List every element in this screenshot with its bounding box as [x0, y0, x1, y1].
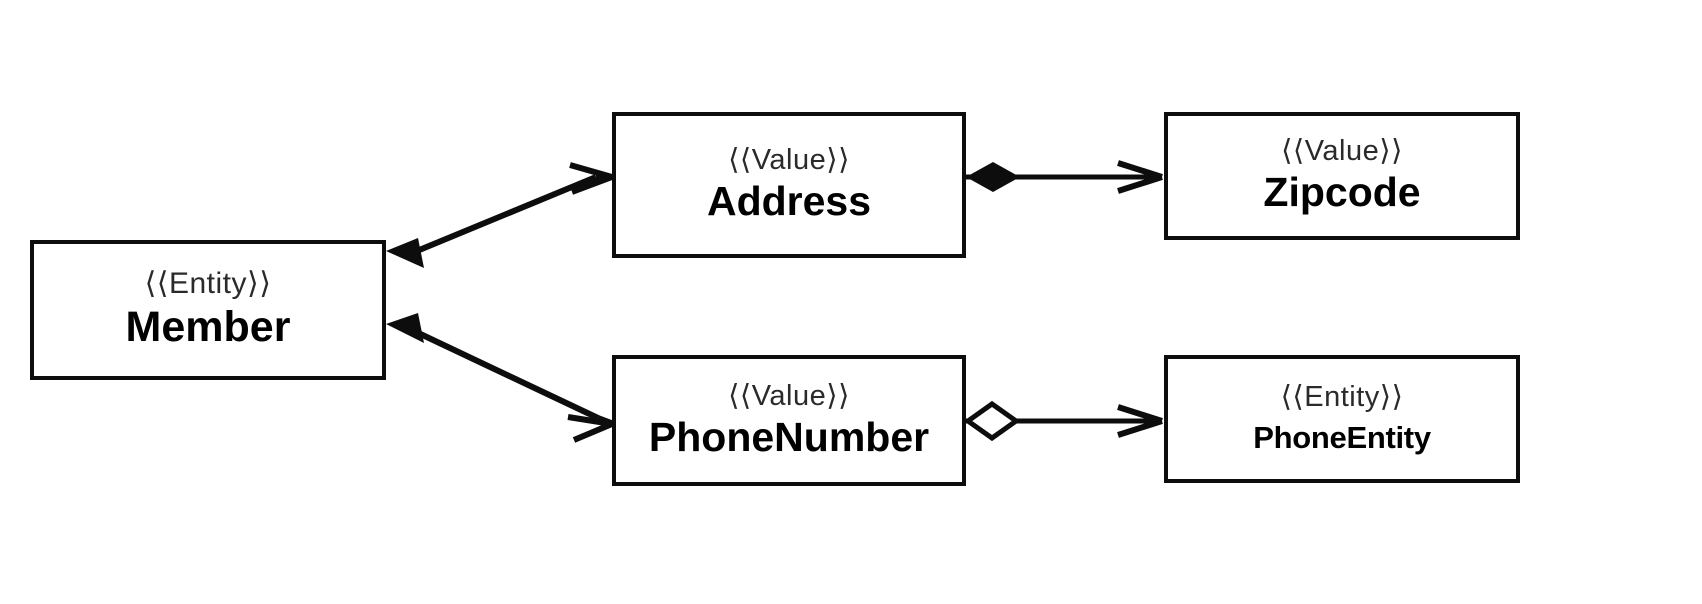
node-zipcode-name: Zipcode [1263, 169, 1421, 216]
node-phonenumber-stereotype: ⟨⟨Value⟩⟩ [728, 379, 850, 412]
hollow-diamond-marker [963, 400, 1021, 442]
node-phoneentity-name: PhoneEntity [1253, 420, 1431, 456]
node-phonenumber-name: PhoneNumber [648, 413, 930, 460]
node-member-name: Member [125, 303, 291, 352]
edge-address-zipcode[interactable] [966, 160, 1163, 194]
node-member-stereotype: ⟨⟨Entity⟩⟩ [144, 267, 272, 301]
node-phoneentity[interactable]: ⟨⟨Entity⟩⟩ PhoneEntity [1164, 355, 1520, 483]
filled-diamond-marker [966, 162, 1020, 192]
node-address[interactable]: ⟨⟨Value⟩⟩ Address [612, 112, 966, 258]
edge-line [410, 174, 598, 256]
open-arrow-marker [1117, 404, 1163, 438]
edge-line-tip [596, 415, 616, 427]
node-zipcode[interactable]: ⟨⟨Value⟩⟩ Zipcode [1164, 112, 1520, 240]
node-zipcode-stereotype: ⟨⟨Value⟩⟩ [1281, 135, 1403, 168]
edge-member-address[interactable] [386, 162, 614, 268]
filled-diamond-marker [386, 238, 424, 268]
node-phonenumber[interactable]: ⟨⟨Value⟩⟩ PhoneNumber [612, 355, 966, 486]
open-arrow-marker [1117, 160, 1163, 194]
node-address-stereotype: ⟨⟨Value⟩⟩ [728, 144, 850, 177]
edge-line [410, 327, 600, 421]
filled-diamond-marker [386, 313, 424, 343]
node-phoneentity-stereotype: ⟨⟨Entity⟩⟩ [1280, 381, 1404, 414]
edge-member-phonenumber[interactable] [386, 313, 616, 443]
node-address-name: Address [706, 178, 872, 225]
node-member[interactable]: ⟨⟨Entity⟩⟩ Member [30, 240, 386, 380]
edge-phonenumber-phoneentity[interactable] [963, 400, 1163, 442]
